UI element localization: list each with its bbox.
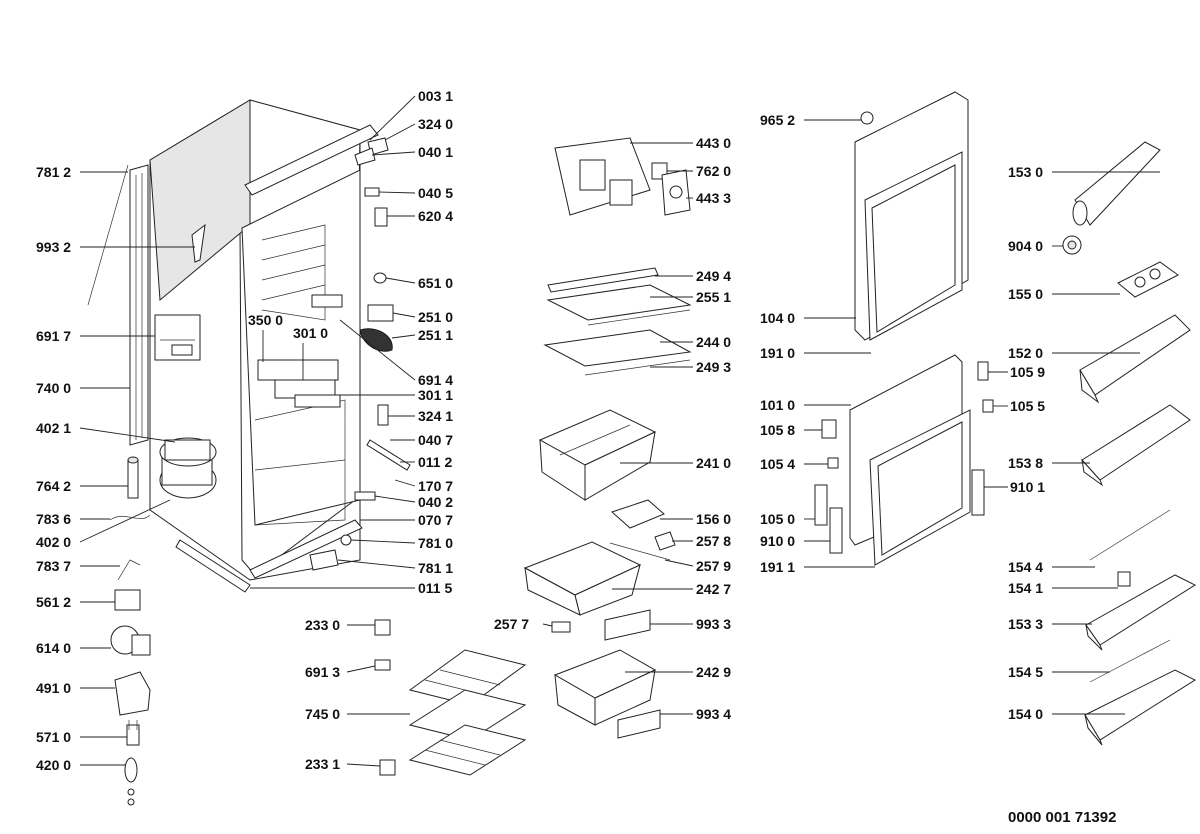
label-614-0: 614 0 (36, 640, 71, 656)
glass-shelves (543, 267, 692, 376)
label-251-0: 251 0 (418, 309, 453, 325)
label-443-0: 443 0 (696, 135, 731, 151)
label-301-1: 301 1 (418, 387, 453, 403)
label-745-0: 745 0 (305, 706, 340, 722)
label-101-0: 101 0 (760, 397, 795, 413)
label-105-9: 105 9 (1010, 364, 1045, 380)
label-620-4: 620 4 (418, 208, 453, 224)
label-242-7: 242 7 (696, 581, 731, 597)
label-154-0: 154 0 (1008, 706, 1043, 722)
compressor-group (109, 223, 217, 806)
label-011-2: 011 2 (418, 454, 452, 470)
label-104-0: 104 0 (760, 310, 795, 326)
label-257-9: 257 9 (696, 558, 731, 574)
label-491-0: 491 0 (36, 680, 71, 696)
door-shelves (1062, 141, 1197, 746)
label-420-0: 420 0 (36, 757, 71, 773)
label-301-0: 301 0 (293, 325, 328, 341)
label-324-0: 324 0 (418, 116, 453, 132)
label-910-0: 910 0 (760, 533, 795, 549)
label-070-7: 070 7 (418, 512, 453, 528)
label-152-0: 152 0 (1008, 345, 1043, 361)
label-155-0: 155 0 (1008, 286, 1043, 302)
label-762-0: 762 0 (696, 163, 731, 179)
label-040-1: 040 1 (418, 144, 453, 160)
label-154-1: 154 1 (1008, 580, 1043, 596)
label-993-2: 993 2 (36, 239, 71, 255)
label-910-1: 910 1 (1010, 479, 1045, 495)
label-324-1: 324 1 (418, 408, 453, 424)
label-233-1: 233 1 (305, 756, 340, 772)
label-003-1: 003 1 (418, 88, 453, 104)
label-443-3: 443 3 (696, 190, 731, 206)
label-040-7: 040 7 (418, 432, 453, 448)
label-781-2: 781 2 (36, 164, 71, 180)
label-783-6: 783 6 (36, 511, 71, 527)
label-105-5: 105 5 (1010, 398, 1045, 414)
leader-lines (79, 95, 1160, 767)
label-249-3: 249 3 (696, 359, 731, 375)
label-011-5: 011 5 (418, 580, 452, 596)
label-402-1: 402 1 (36, 420, 71, 436)
drawing-number: 0000 001 71392 (1008, 809, 1116, 826)
label-191-1: 191 1 (760, 559, 795, 575)
label-350-0: 350 0 (248, 312, 283, 328)
label-251-1: 251 1 (418, 327, 453, 343)
label-402-0: 402 0 (36, 534, 71, 550)
label-249-4: 249 4 (696, 268, 731, 284)
label-153-3: 153 3 (1008, 616, 1043, 632)
label-154-4: 154 4 (1008, 559, 1043, 575)
label-561-2: 561 2 (36, 594, 71, 610)
label-904-0: 904 0 (1008, 238, 1043, 254)
label-571-0: 571 0 (36, 729, 71, 745)
label-153-8: 153 8 (1008, 455, 1043, 471)
label-233-0: 233 0 (305, 617, 340, 633)
label-691-7: 691 7 (36, 328, 71, 344)
label-040-5: 040 5 (418, 185, 453, 201)
label-242-9: 242 9 (696, 664, 731, 680)
label-191-0: 191 0 (760, 345, 795, 361)
freezer-door (854, 91, 969, 341)
label-156-0: 156 0 (696, 511, 731, 527)
label-170-7: 170 7 (418, 478, 453, 494)
label-105-4: 105 4 (760, 456, 795, 472)
label-651-0: 651 0 (418, 275, 453, 291)
wire-shelves (374, 619, 527, 776)
fridge-door (814, 354, 994, 566)
label-965-2: 965 2 (760, 112, 795, 128)
label-257-8: 257 8 (696, 533, 731, 549)
label-691-3: 691 3 (305, 664, 340, 680)
label-255-1: 255 1 (696, 289, 731, 305)
label-257-7: 257 7 (494, 616, 529, 632)
label-783-7: 783 7 (36, 558, 71, 574)
label-105-8: 105 8 (760, 422, 795, 438)
label-781-1: 781 1 (418, 560, 453, 576)
label-764-2: 764 2 (36, 478, 71, 494)
cabinet-small-parts (309, 137, 411, 571)
part-number-labels: 003 1 324 0 040 1 040 5 620 4 651 0 251 … (36, 88, 1116, 826)
label-993-4: 993 4 (696, 706, 731, 722)
ice-maker-parts (554, 137, 691, 216)
label-993-3: 993 3 (696, 616, 731, 632)
label-153-0: 153 0 (1008, 164, 1043, 180)
label-691-4: 691 4 (418, 372, 453, 388)
label-154-5: 154 5 (1008, 664, 1043, 680)
label-740-0: 740 0 (36, 380, 71, 396)
label-781-0: 781 0 (418, 535, 453, 551)
label-105-0: 105 0 (760, 511, 795, 527)
label-040-2: 040 2 (418, 494, 453, 510)
crisper-drawers (523, 409, 676, 739)
label-241-0: 241 0 (696, 455, 731, 471)
label-244-0: 244 0 (696, 334, 731, 350)
